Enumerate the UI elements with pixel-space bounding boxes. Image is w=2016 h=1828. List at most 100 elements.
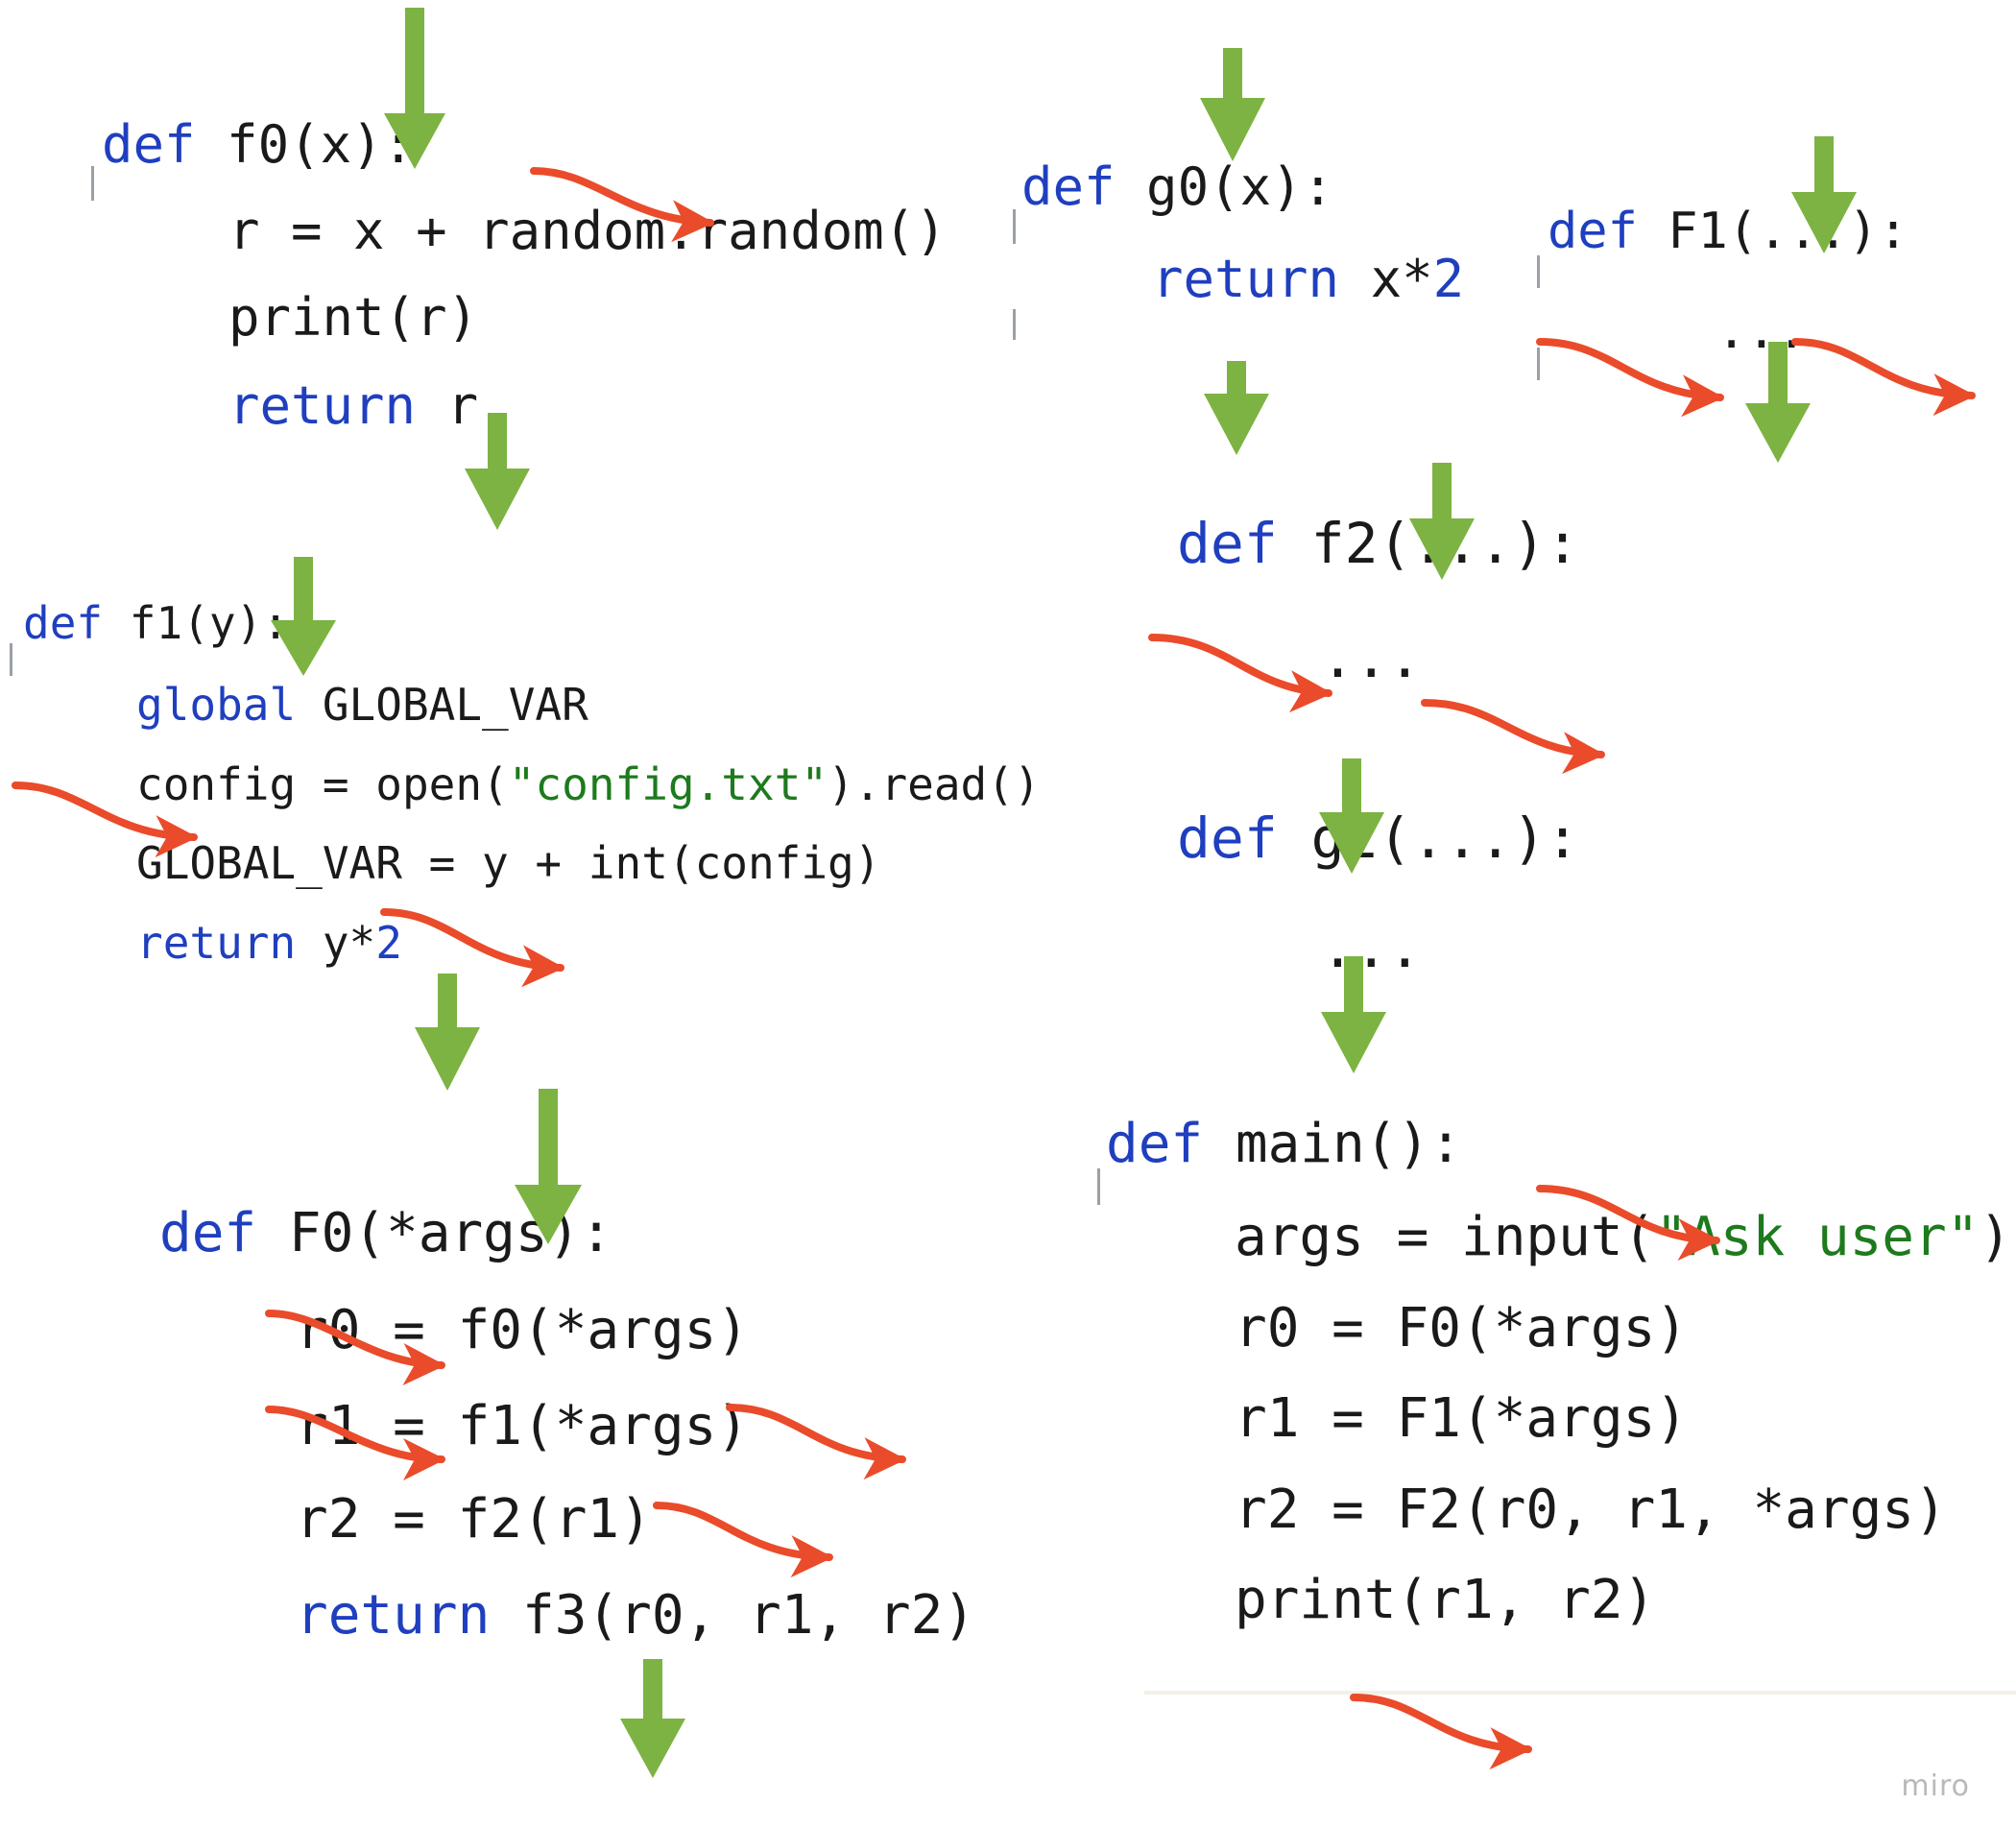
code-def-line: def F1(...):: [1548, 206, 1908, 256]
code-line: r2 = F2(r0, r1, *args): [1235, 1483, 1947, 1537]
green-down-arrow: [1791, 136, 1857, 253]
code-line: ...: [1716, 306, 1807, 356]
green-down-arrow: [1321, 956, 1386, 1073]
keyword-token: return: [136, 917, 297, 970]
cursor-mark: [1013, 309, 1016, 340]
code-def-line: def f1(y):: [23, 601, 289, 645]
code-token: ...: [1321, 625, 1422, 691]
keyword-token: def: [1177, 806, 1278, 872]
keyword-token: def: [159, 1202, 257, 1265]
code-token: F1(...):: [1637, 203, 1908, 261]
code-token: args = input(: [1235, 1206, 1656, 1269]
red-curved-arrow: [726, 1404, 906, 1480]
code-block-main: def main():args = input("Ask user")r0 = …: [1106, 0, 2016, 1690]
red-curved-arrow: [1350, 1694, 1532, 1770]
code-token: GLOBAL_VAR: [296, 679, 588, 732]
code-line: print(r1, r2): [1235, 1574, 1655, 1627]
code-block-F1: def F1(...):...: [1548, 0, 2008, 403]
red-curved-arrow: [1421, 699, 1605, 775]
code-line: config = open("config.txt").read(): [136, 762, 1041, 806]
cursor-mark: [1097, 1168, 1100, 1205]
code-def-line: def main():: [1106, 1118, 1462, 1171]
code-token: y*: [296, 917, 376, 970]
green-down-arrow: [465, 413, 530, 530]
code-token: r0 = F0(*args): [1235, 1297, 1689, 1360]
red-curved-arrow: [380, 908, 564, 988]
cursor-mark: [1013, 209, 1016, 244]
code-token: f1(y):: [103, 597, 289, 650]
cursor-mark: [10, 643, 12, 676]
green-down-arrow: [515, 1089, 582, 1244]
code-token: print(r1, r2): [1235, 1569, 1656, 1632]
red-curved-arrow: [265, 1406, 445, 1480]
code-line: print(r): [228, 291, 478, 344]
red-curved-arrow: [1536, 338, 1724, 418]
code-line: return r: [228, 379, 478, 432]
keyword-token: def: [1106, 1113, 1204, 1176]
green-down-arrow: [415, 974, 480, 1091]
code-line: r1 = f1(*args): [296, 1400, 749, 1454]
code-token: r2 = F2(r0, r1, *args): [1235, 1479, 1947, 1542]
red-curved-arrow: [1791, 338, 1976, 417]
code-line: global GLOBAL_VAR: [136, 683, 588, 727]
watermark: miro: [1901, 1769, 1970, 1803]
code-line: return y*2: [136, 921, 402, 965]
code-block-F0: def F0(*args):r0 = f0(*args)r1 = f1(*arg…: [159, 0, 1081, 1709]
code-token: ...: [1321, 915, 1422, 981]
keyword-token: return: [296, 1584, 491, 1648]
divider: [1144, 1691, 2016, 1695]
keyword-token: def: [1177, 511, 1278, 577]
green-down-arrow: [1319, 758, 1384, 874]
red-curved-arrow: [12, 782, 198, 858]
code-token: x*: [1339, 248, 1433, 309]
code-line: r2 = f2(r1): [296, 1493, 652, 1547]
code-token: ...: [1716, 302, 1807, 361]
green-down-arrow: [620, 1659, 685, 1778]
code-token: r = x + random.random(): [228, 200, 947, 261]
code-token: f0(x):: [195, 113, 415, 175]
red-curved-arrow: [265, 1310, 445, 1385]
code-line: ...: [1321, 630, 1422, 686]
keyword-token: global: [136, 679, 297, 732]
code-token: f3(r0, r1, r2): [490, 1584, 976, 1648]
cursor-mark: [1537, 255, 1540, 288]
number-token: 2: [1432, 248, 1465, 309]
code-line: ...: [1321, 920, 1422, 975]
green-down-arrow: [1409, 463, 1475, 580]
keyword-token: def: [1021, 156, 1116, 217]
code-token: print(r): [228, 286, 479, 348]
code-line: r1 = F1(*args): [1235, 1392, 1688, 1446]
code-token: r1 = F1(*args): [1235, 1387, 1689, 1451]
code-token: r: [416, 374, 479, 436]
code-token: r2 = f2(r1): [296, 1488, 652, 1551]
code-token: config = open(: [136, 758, 509, 811]
keyword-token: return: [1152, 248, 1340, 309]
code-token: g0(x):: [1115, 156, 1334, 217]
green-down-arrow: [1745, 342, 1811, 463]
string-token: "config.txt": [508, 758, 828, 811]
code-line: r = x + random.random(): [228, 204, 947, 257]
red-curved-arrow: [530, 167, 714, 243]
green-down-arrow: [271, 557, 336, 676]
keyword-token: def: [102, 113, 196, 175]
green-down-arrow: [384, 8, 445, 169]
green-down-arrow: [1200, 48, 1265, 161]
cursor-mark: [91, 166, 94, 201]
red-curved-arrow: [1148, 634, 1332, 713]
red-curved-arrow: [1536, 1185, 1720, 1262]
code-token: ).read(): [828, 758, 1041, 811]
code-token: main():: [1203, 1113, 1462, 1176]
cursor-mark: [1537, 348, 1540, 380]
keyword-token: def: [23, 597, 104, 650]
green-down-arrow: [1204, 361, 1269, 455]
code-token: ): [1979, 1206, 2012, 1269]
code-line: r0 = F0(*args): [1235, 1302, 1688, 1356]
code-token: r1 = f1(*args): [296, 1395, 750, 1458]
keyword-token: def: [1548, 203, 1638, 261]
code-block-f0: def f0(x): r = x + random.random() print(r…: [102, 0, 966, 480]
number-token: 2: [375, 917, 402, 970]
code-def-line: def g0(x):: [1021, 160, 1333, 213]
code-line: return x*2: [1152, 253, 1464, 305]
